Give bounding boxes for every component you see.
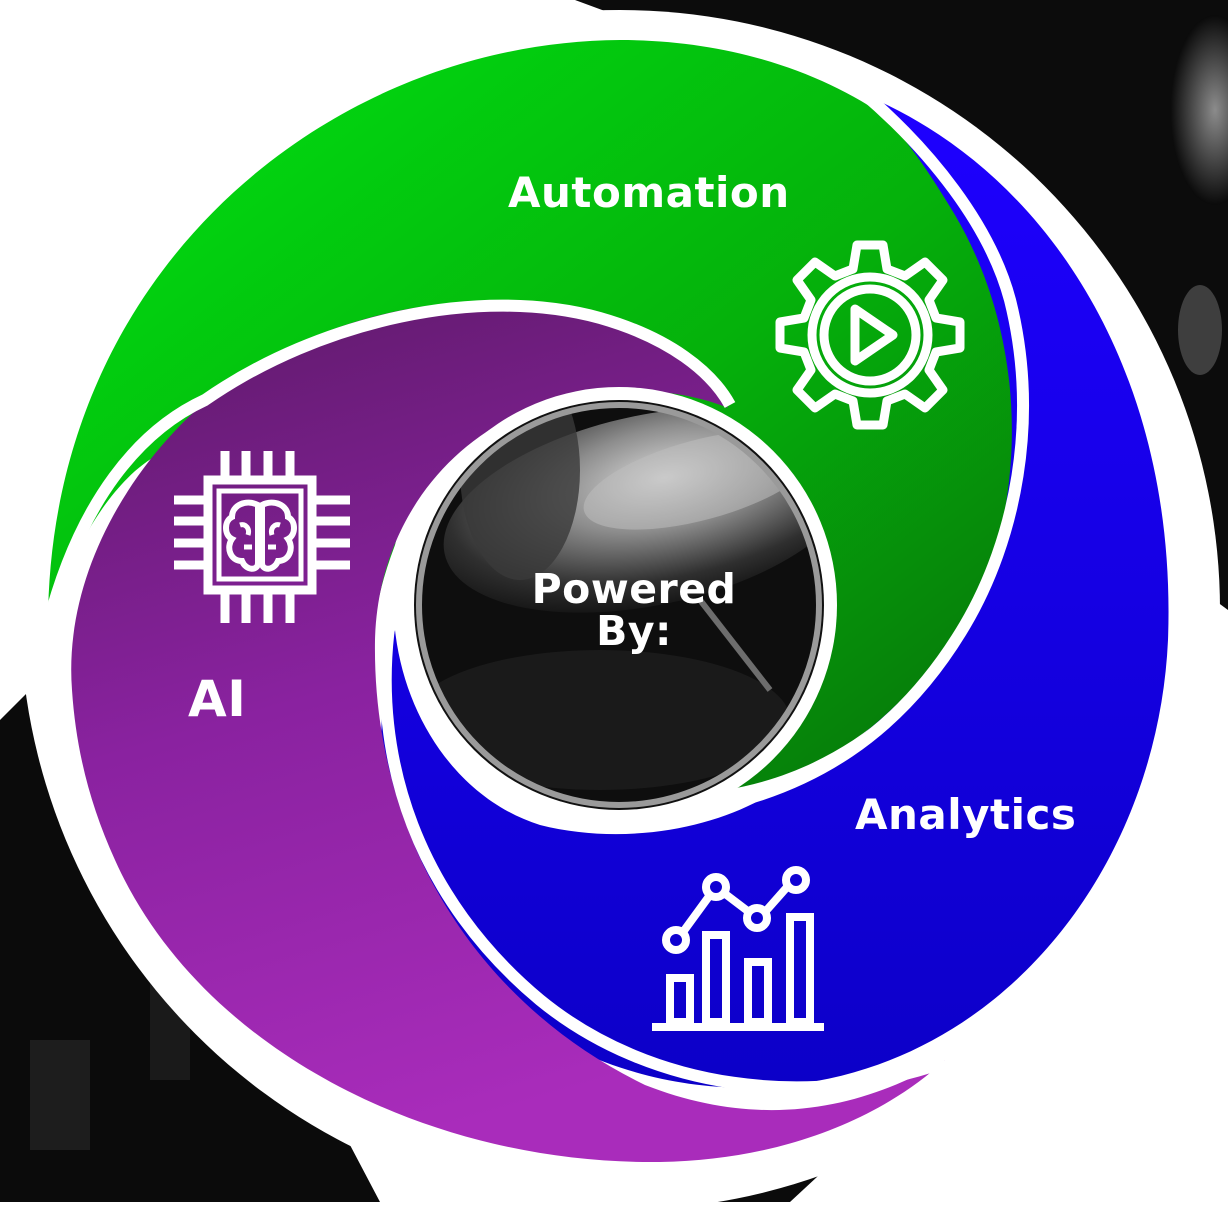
separator-automation-analytics [698,87,1029,816]
gear-play-icon [765,237,975,447]
separator-analytics-ai [379,619,948,1094]
automation-label: Automation [508,168,790,217]
ai-chip-brain-icon [168,443,358,633]
line-bar-chart-icon [648,860,828,1040]
center-title-line2: By: [596,607,672,655]
analytics-label: Analytics [855,790,1077,839]
ai-label: AI [188,670,247,728]
automation-segment [48,40,1024,790]
analytics-segment [381,95,1169,1088]
center-photo [401,387,837,823]
center-title: Powered By: [523,568,745,652]
center-title-line1: Powered [531,565,737,613]
separator-ai-automation [42,299,736,627]
